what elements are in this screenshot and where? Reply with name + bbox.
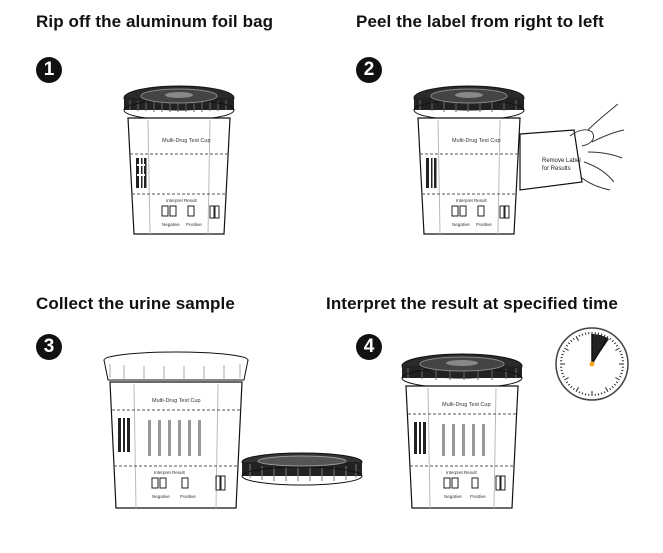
step-2-peel-illustration: Multi-Drug Test Cup Interpret Result Neg… [356,12,656,252]
step-4: Interpret the result at specified time 4 [326,294,657,553]
cup-brand-text: Multi-Drug Test Cup [162,138,211,144]
cup-interpret-text: Interpret Result [154,470,186,475]
cup-brand-text: Multi-Drug Test Cup [452,138,501,144]
cup-negative-text: Negative [152,494,170,499]
step-3-open-cup-illustration: Multi-Drug Test Cup Interpret Result Neg… [36,294,356,514]
step-1-cup-illustration: Multi-Drug Test Cup Interpret Result Neg… [36,12,336,252]
peel-label: Remove Label for Results [520,130,582,190]
clock-icon [556,328,628,400]
cup-positive-text: Positive [180,494,196,499]
step-2: Peel the label from right to left 2 [356,12,663,271]
cup-negative-text: Negative [162,222,180,227]
cup-interpret-text: Interpret Result [166,198,198,203]
test-cup-with-lid: Multi-Drug Test Cup Interpret Result Neg… [124,86,234,234]
cup-interpret-text: Interpret Result [456,198,488,203]
instruction-sheet: Rip off the aluminum foil bag 1 [0,0,663,519]
cup-negative-text: Negative [452,222,470,227]
cup-brand-text: Multi-Drug Test Cup [442,402,491,408]
cup-positive-text: Positive [186,222,202,227]
peel-label-line2: for Results [542,166,571,172]
peel-label-line1: Remove Label [542,158,581,164]
open-cup-full: Multi-Drug Test Cup Interpret Result Neg… [104,352,248,508]
step-1: Rip off the aluminum foil bag 1 [36,12,367,271]
test-cup-with-lid: Multi-Drug Test Cup Interpret Result Neg… [402,354,522,508]
step-4-timer-illustration: Multi-Drug Test Cup Interpret Result Neg… [326,294,656,514]
cup-brand-text: Multi-Drug Test Cup [152,398,201,404]
cup-positive-text: Positive [470,494,486,499]
test-cup-with-lid: Multi-Drug Test Cup Interpret Result Neg… [414,86,524,234]
cup-interpret-text: Interpret Result [446,470,478,475]
cup-positive-text: Positive [476,222,492,227]
step-3: Collect the urine sample 3 Multi-Drug Te… [36,294,367,553]
cup-negative-text: Negative [444,494,462,499]
